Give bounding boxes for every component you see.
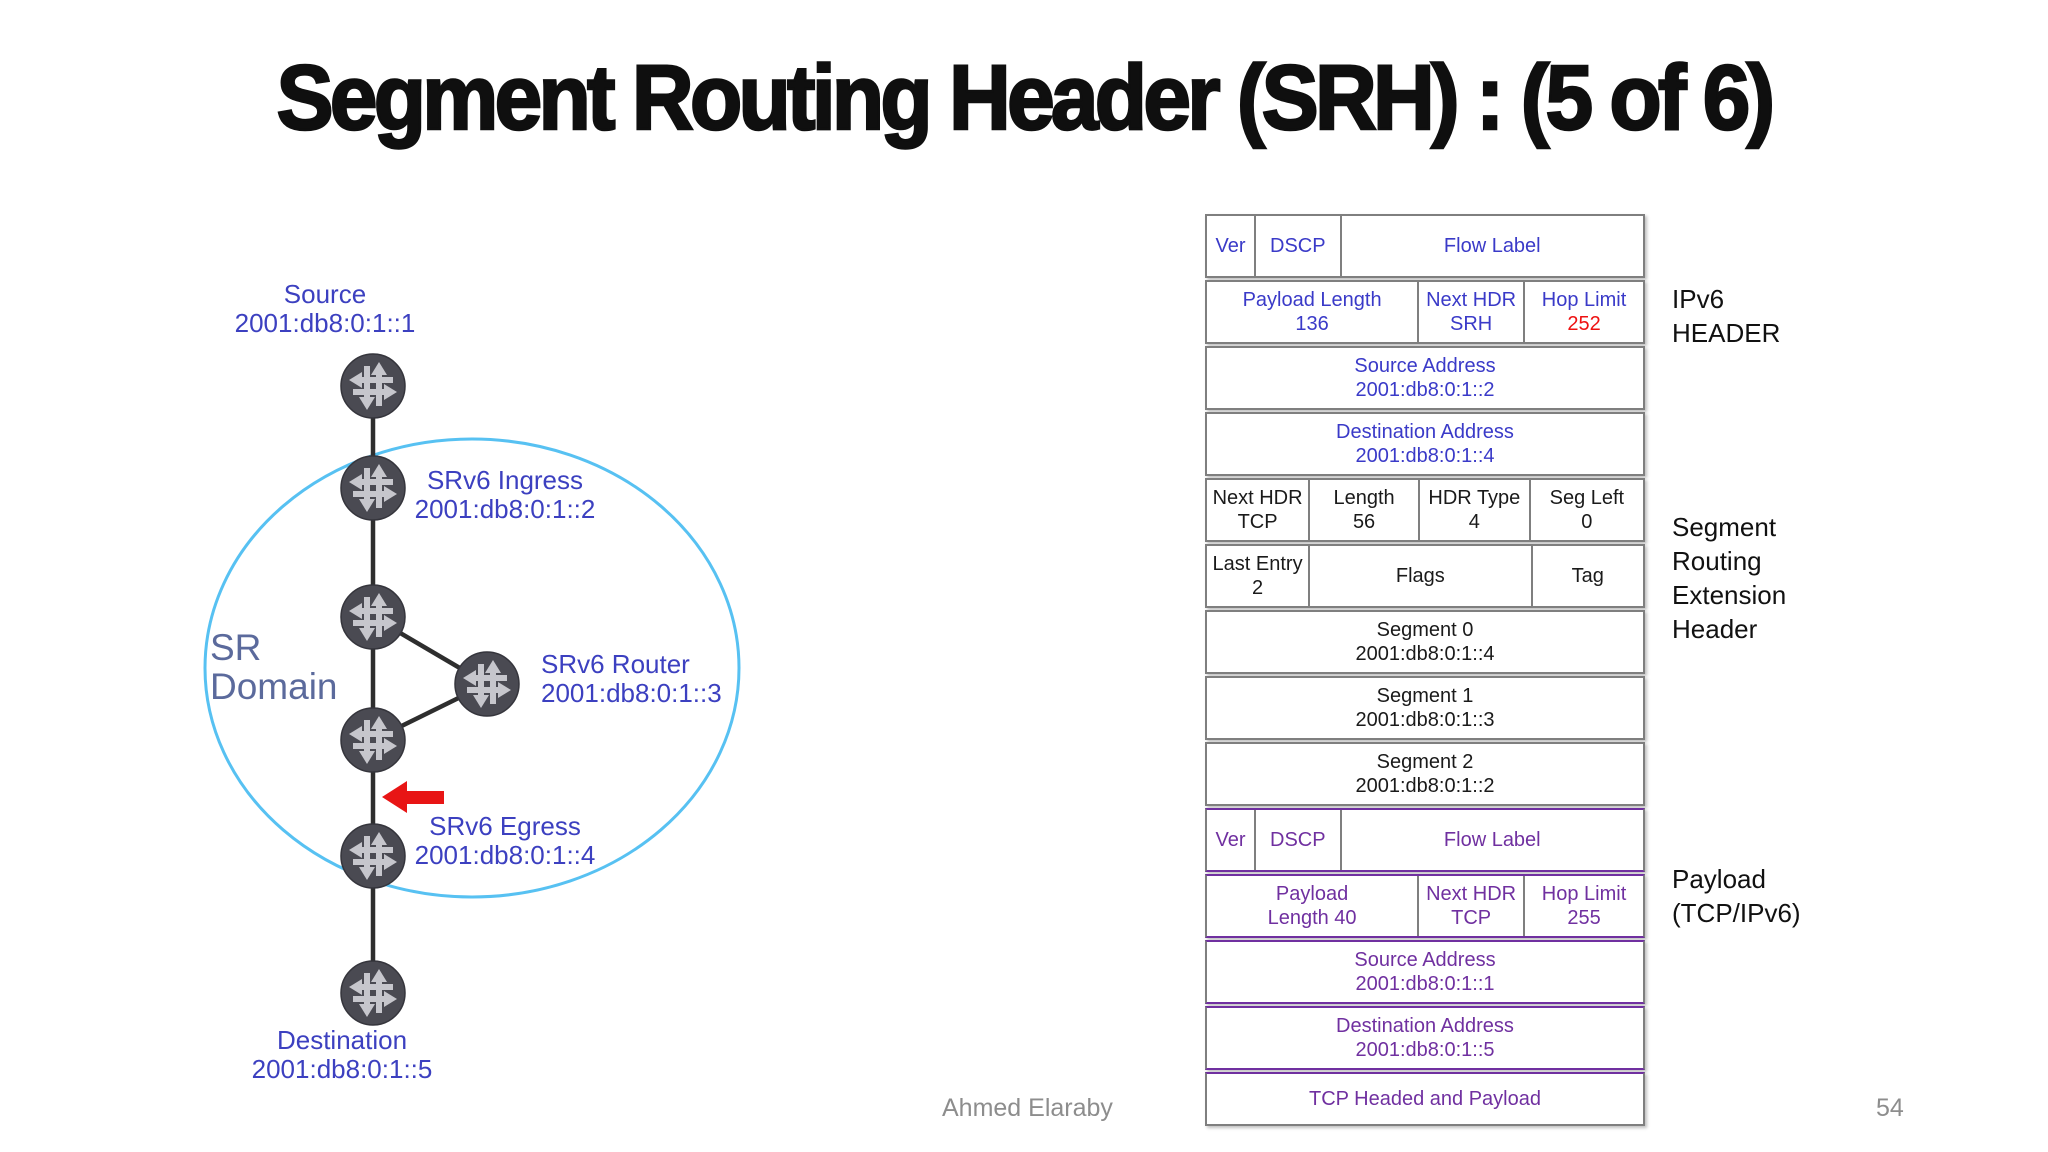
field-flags: Flags (1308, 546, 1530, 606)
field-version: Ver (1215, 829, 1246, 851)
router-icon (455, 652, 519, 716)
router-icon (341, 708, 405, 772)
field-version: Ver (1215, 235, 1246, 257)
router-icon (341, 354, 405, 418)
router-icon (341, 961, 405, 1025)
packet-direction-arrow-icon (382, 781, 444, 813)
page-number: 54 (1876, 1094, 1904, 1122)
node-label-router: SRv6 Router 2001:db8:0:1::3 (541, 649, 722, 708)
packet-row: TCP Headed and Payload (1205, 1072, 1645, 1126)
section-label-ipv6-header: IPv6 HEADER (1672, 284, 1781, 348)
field-dscp: DSCP (1254, 810, 1339, 870)
page-title: Segment Routing Header (SRH) : (5 of 6) (275, 46, 1776, 151)
footer-author: Ahmed Elaraby (942, 1094, 1113, 1122)
sr-domain-circle (203, 437, 741, 899)
sr-domain-label: SR Domain (210, 627, 338, 707)
field-flow-label: Flow Label (1339, 810, 1643, 870)
field-dscp: DSCP (1254, 216, 1339, 276)
node-label-egress: SRv6 Egress 2001:db8:0:1::4 (414, 811, 596, 870)
node-label-ingress: SRv6 Ingress 2001:db8:0:1::2 (414, 465, 596, 524)
router-icon (341, 585, 405, 649)
field-flow-label: Flow Label (1339, 216, 1643, 276)
node-label-destination: Destination 2001:db8:0:1::5 (251, 1025, 433, 1084)
section-label-payload: Payload (TCP/IPv6) (1672, 864, 1801, 928)
section-label-srh: Segment Routing Extension Header (1672, 512, 1787, 644)
field-tag: Tag (1530, 546, 1644, 606)
packet-row: Ver DSCP Flow Label (1205, 808, 1645, 872)
packet-row: Ver DSCP Flow Label (1205, 214, 1645, 278)
node-label-source: Source 2001:db8:0:1::1 (234, 279, 416, 338)
field-tcp-payload: TCP Headed and Payload (1308, 1088, 1541, 1110)
